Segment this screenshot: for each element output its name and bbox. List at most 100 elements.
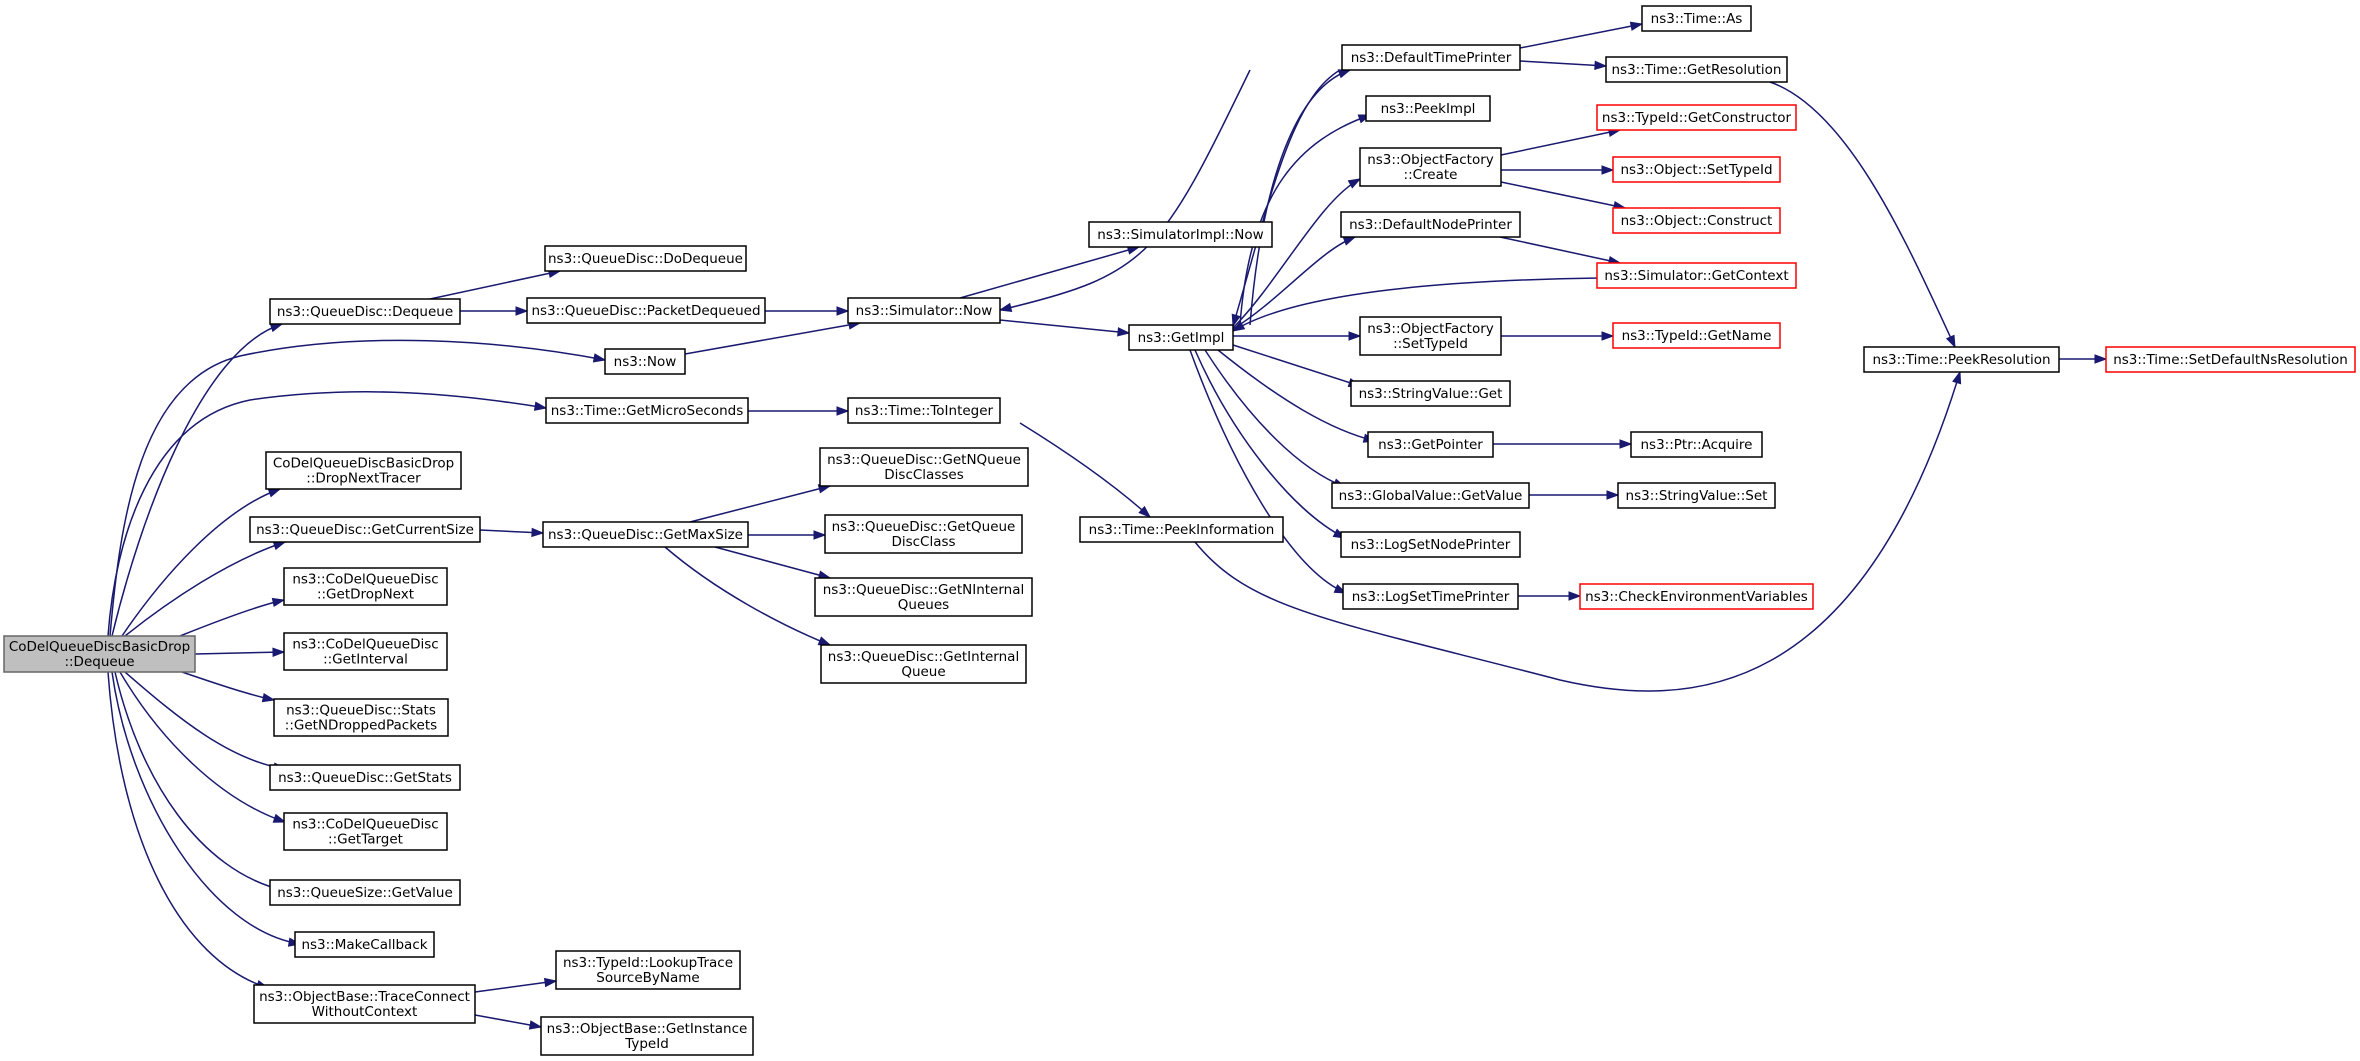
edge-line xyxy=(474,980,557,993)
node-tointeger[interactable]: ns3::Time::ToInteger xyxy=(847,397,1001,424)
node-setdefaultnsresolution[interactable]: ns3::Time::SetDefaultNsResolution xyxy=(2105,346,2356,373)
node-label-line: DiscClasses xyxy=(884,467,963,483)
node-getinterval[interactable]: ns3::CoDelQueueDisc::GetInterval xyxy=(283,632,448,671)
node-peekresolution[interactable]: ns3::Time::PeekResolution xyxy=(1863,346,2060,373)
node-label-line: ns3::QueueDisc::DoDequeue xyxy=(548,251,743,267)
node-getpointer[interactable]: ns3::GetPointer xyxy=(1367,431,1494,458)
node-getimpl[interactable]: ns3::GetImpl xyxy=(1128,324,1234,351)
edge-line xyxy=(1232,277,1601,332)
node-now[interactable]: ns3::Now xyxy=(604,348,686,375)
node-logsetnodeprinter[interactable]: ns3::LogSetNodePrinter xyxy=(1340,531,1521,558)
edge-line xyxy=(1519,23,1643,49)
node-sim-now[interactable]: ns3::Simulator::Now xyxy=(847,297,1001,324)
node-queuesize-getvalue[interactable]: ns3::QueueSize::GetValue xyxy=(269,879,461,906)
node-label-line: ns3::QueueSize::GetValue xyxy=(277,885,453,901)
node-box xyxy=(283,632,448,671)
node-simulator-getcontext[interactable]: ns3::Simulator::GetContext xyxy=(1596,262,1797,289)
edge-peekresolution-to-setdefaultnsresolution xyxy=(2059,354,2108,364)
node-logsettimeprinter[interactable]: ns3::LogSetTimePrinter xyxy=(1342,583,1519,610)
node-qd-dodequeue[interactable]: ns3::QueueDisc::DoDequeue xyxy=(544,245,747,272)
node-ptr-acquire[interactable]: ns3::Ptr::Acquire xyxy=(1630,431,1763,458)
node-label-line: ns3::CheckEnvironmentVariables xyxy=(1585,589,1808,605)
node-box xyxy=(265,451,462,490)
node-globalvalue-getvalue[interactable]: ns3::GlobalValue::GetValue xyxy=(1331,482,1530,509)
node-label-line: ns3::DefaultNodePrinter xyxy=(1349,217,1512,233)
edge-defaulttimeprinter-to-getimpl xyxy=(1231,69,1341,328)
node-box xyxy=(847,397,1001,424)
node-objectfactory-settypeid[interactable]: ns3::ObjectFactory::SetTypeId xyxy=(1359,316,1502,356)
edge-arrowhead xyxy=(998,302,1013,312)
node-label-line: ::SetTypeId xyxy=(1393,336,1468,352)
node-label-line: ns3::QueueDisc::GetMaxSize xyxy=(548,527,743,543)
node-label-line: ::GetTarget xyxy=(328,832,403,848)
node-label-line: SourceByName xyxy=(596,970,699,986)
edge-line xyxy=(1217,349,1376,442)
node-label-line: ns3::CoDelQueueDisc xyxy=(292,817,438,833)
edge-line xyxy=(1769,81,1956,348)
edge-root-to-getstats xyxy=(124,671,287,772)
node-box xyxy=(269,764,461,791)
node-defaulttimeprinter[interactable]: ns3::DefaultTimePrinter xyxy=(1341,44,1521,71)
node-stringvalue-set[interactable]: ns3::StringValue::Set xyxy=(1617,482,1776,509)
node-getndroppedpackets[interactable]: ns3::QueueDisc::Stats::GetNDroppedPacket… xyxy=(273,698,449,737)
node-label-line: CoDelQueueDiscBasicDrop xyxy=(9,639,190,655)
node-stringvalue-get[interactable]: ns3::StringValue::Get xyxy=(1350,380,1511,407)
node-box xyxy=(269,298,461,325)
node-box xyxy=(1579,583,1814,610)
node-defaultnodeprinter[interactable]: ns3::DefaultNodePrinter xyxy=(1340,211,1521,238)
edge-arrowhead xyxy=(272,647,286,657)
node-object-settypeid[interactable]: ns3::Object::SetTypeId xyxy=(1612,156,1781,183)
edge-line xyxy=(1500,181,1626,209)
node-qd-packetdequeued[interactable]: ns3::QueueDisc::PacketDequeued xyxy=(526,297,766,324)
node-label-line: ns3::Time::PeekInformation xyxy=(1089,522,1275,538)
node-getdropnext[interactable]: ns3::CoDelQueueDisc::GetDropNext xyxy=(283,567,448,606)
node-box xyxy=(820,644,1027,684)
edge-arrowhead xyxy=(261,692,276,703)
node-box xyxy=(824,514,1023,554)
node-makecallback[interactable]: ns3::MakeCallback xyxy=(294,931,435,958)
edge-line xyxy=(107,391,547,637)
edge-arrowhead xyxy=(1952,370,1962,385)
node-getmicroseconds[interactable]: ns3::Time::GetMicroSeconds xyxy=(545,397,749,424)
node-dropnexttracer[interactable]: CoDelQueueDiscBasicDrop::DropNextTracer xyxy=(265,451,462,490)
node-traceconnect[interactable]: ns3::ObjectBase::TraceConnectWithoutCont… xyxy=(253,984,476,1024)
node-time-getresolution[interactable]: ns3::Time::GetResolution xyxy=(1605,56,1788,83)
node-time-as[interactable]: ns3::Time::As xyxy=(1641,5,1752,32)
node-box xyxy=(294,931,435,958)
node-typeid-getconstructor[interactable]: ns3::TypeId::GetConstructor xyxy=(1596,104,1797,131)
node-label-line: ns3::QueueDisc::PacketDequeued xyxy=(531,303,760,319)
node-simimpl-now[interactable]: ns3::SimulatorImpl::Now xyxy=(1088,221,1273,248)
node-label-line: ns3::GetPointer xyxy=(1378,437,1483,453)
edge-arrowhead xyxy=(592,353,607,363)
edge-line xyxy=(684,322,861,355)
node-label-line: ::DropNextTracer xyxy=(306,471,421,487)
node-peekimpl[interactable]: ns3::PeekImpl xyxy=(1365,95,1491,122)
edge-arrowhead xyxy=(533,401,548,411)
node-gettarget[interactable]: ns3::CoDelQueueDisc::GetTarget xyxy=(283,812,448,851)
node-qd-dequeue[interactable]: ns3::QueueDisc::Dequeue xyxy=(269,298,461,325)
edge-defaulttimeprinter-to-time_as xyxy=(1519,21,1644,49)
node-getcurrentsize[interactable]: ns3::QueueDisc::GetCurrentSize xyxy=(249,516,481,543)
node-box xyxy=(2105,346,2356,373)
node-label-line: Queue xyxy=(901,664,945,680)
node-typeid-getname[interactable]: ns3::TypeId::GetName xyxy=(1612,322,1781,349)
node-box xyxy=(604,348,686,375)
edge-arrowhead xyxy=(272,813,287,823)
edge-objectfactory_create-to-object_construct xyxy=(1500,181,1627,211)
edge-arrowhead xyxy=(1138,505,1152,518)
node-objectfactory-create[interactable]: ns3::ObjectFactory::Create xyxy=(1359,147,1502,187)
node-getstats[interactable]: ns3::QueueDisc::GetStats xyxy=(269,764,461,791)
node-getmaxsize[interactable]: ns3::QueueDisc::GetMaxSize xyxy=(542,521,749,548)
edge-getcurrentsize-to-getmaxsize xyxy=(479,527,545,538)
edge-getimpl-to-stringvalue_get xyxy=(1232,344,1362,387)
node-object-construct[interactable]: ns3::Object::Construct xyxy=(1612,207,1781,234)
node-checkenvvars[interactable]: ns3::CheckEnvironmentVariables xyxy=(1579,583,1814,610)
node-peekinformation[interactable]: ns3::Time::PeekInformation xyxy=(1079,516,1284,543)
edge-root-to-now xyxy=(109,339,607,637)
